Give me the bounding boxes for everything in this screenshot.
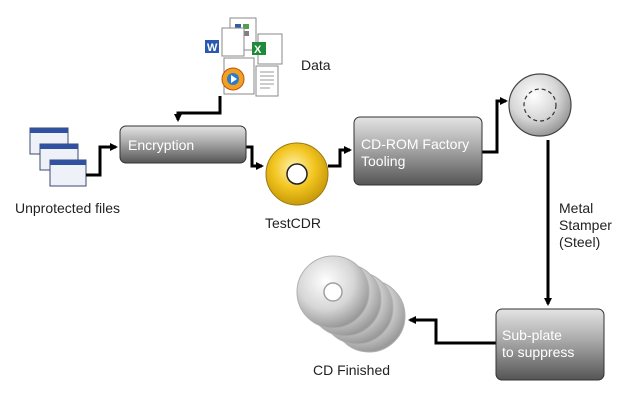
arrow-subplate-to-finished bbox=[408, 316, 496, 345]
cdrom-label-line1: CD-ROM Factory bbox=[361, 136, 469, 152]
svg-text:X: X bbox=[254, 44, 262, 56]
encryption-box: Encryption bbox=[119, 125, 247, 164]
arrow-cdrom-to-stamper bbox=[482, 97, 508, 154]
window-stack-icon bbox=[29, 127, 87, 187]
unprotected-files-label: Unprotected files bbox=[15, 200, 121, 216]
subplate-box: Sub-plate to suppress bbox=[495, 308, 605, 381]
steel-disc-icon bbox=[508, 73, 572, 137]
data-label: Data bbox=[301, 57, 331, 73]
arrow-data-to-encryption bbox=[174, 96, 222, 122]
cdrom-label-line2: Tooling bbox=[361, 153, 405, 169]
office-documents-icon: W X bbox=[205, 17, 283, 97]
cdrom-factory-box: CD-ROM Factory Tooling bbox=[353, 116, 483, 186]
arrow-encryption-to-testcdr bbox=[246, 145, 264, 170]
testcdr-label: TestCDR bbox=[265, 215, 322, 231]
connector-arrows bbox=[86, 96, 552, 345]
metal-label-line1: Metal bbox=[559, 200, 594, 216]
silver-disc-stack-icon bbox=[296, 255, 406, 353]
arrow-testcdr-to-cdrom bbox=[328, 146, 352, 168]
gold-disc-icon bbox=[265, 142, 329, 206]
metal-label-line3: (Steel) bbox=[559, 234, 601, 250]
subplate-label-line2: to suppress bbox=[502, 344, 574, 360]
metal-label-line2: Stamper bbox=[559, 217, 612, 233]
cd-finished-label: CD Finished bbox=[313, 362, 391, 378]
encryption-label: Encryption bbox=[128, 137, 194, 153]
svg-text:W: W bbox=[207, 42, 218, 54]
subplate-label-line1: Sub-plate bbox=[502, 327, 562, 343]
arrow-files-to-encryption bbox=[86, 143, 118, 177]
